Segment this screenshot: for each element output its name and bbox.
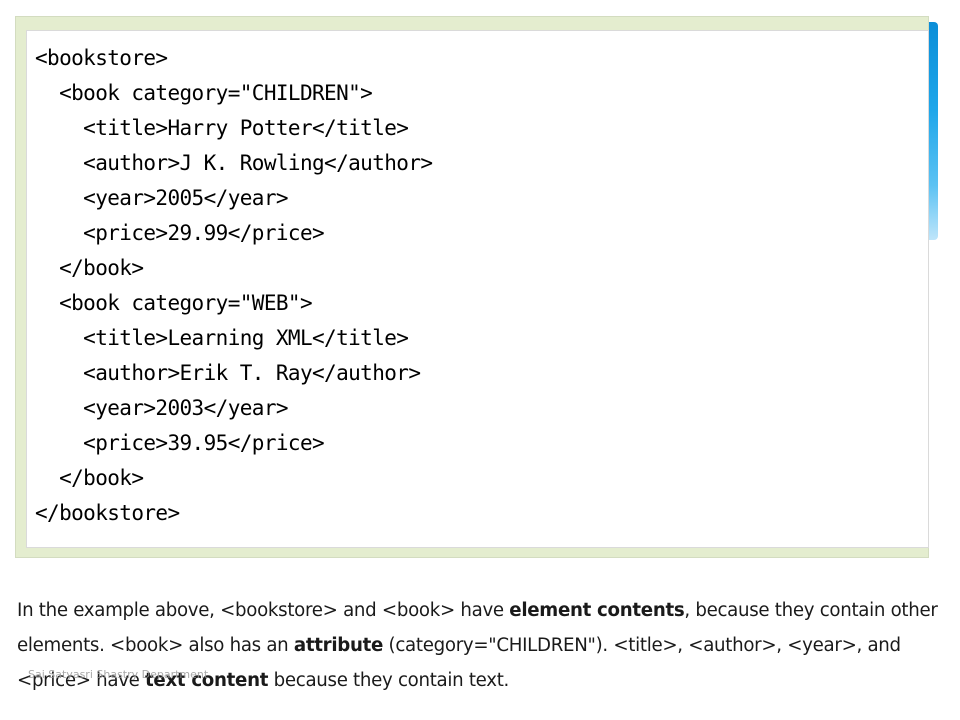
description-part-1: In the example above, <bookstore> and <b… [17, 600, 510, 621]
term-text-content: text content [145, 670, 269, 691]
term-element-contents: element contents [509, 600, 685, 621]
code-line: </book> [35, 256, 144, 280]
description-text: In the example above, <bookstore> and <b… [17, 593, 942, 698]
code-line: <book category="CHILDREN"> [35, 81, 373, 105]
description-part-3: (category="CHILDREN"). <title>, <author>… [17, 635, 901, 691]
code-lines: <bookstore> <book category="CHILDREN"> <… [35, 41, 433, 531]
description-part-4: because they contain text. [268, 670, 510, 691]
code-line: <author>Erik T. Ray</author> [35, 361, 421, 385]
code-line: <title>Harry Potter</title> [35, 116, 409, 140]
code-line: <book category="WEB"> [35, 291, 313, 315]
code-line: </book> [35, 466, 144, 490]
code-line: <title>Learning XML</title> [35, 326, 409, 350]
code-line: <price>29.99</price> [35, 221, 325, 245]
term-attribute: attribute [293, 635, 384, 656]
code-line: <year>2005</year> [35, 186, 288, 210]
code-line: <author>J K. Rowling</author> [35, 151, 433, 175]
code-line: <bookstore> [35, 46, 168, 70]
code-line: <price>39.95</price> [35, 431, 325, 455]
code-line: </bookstore> [35, 501, 180, 525]
footer-text: Sai Satyasri Shastry Department [28, 668, 209, 681]
code-line: <year>2003</year> [35, 396, 288, 420]
description-part-2: , because they contain other elements. <… [17, 600, 938, 656]
code-block: <bookstore> <book category="CHILDREN"> <… [26, 30, 929, 548]
